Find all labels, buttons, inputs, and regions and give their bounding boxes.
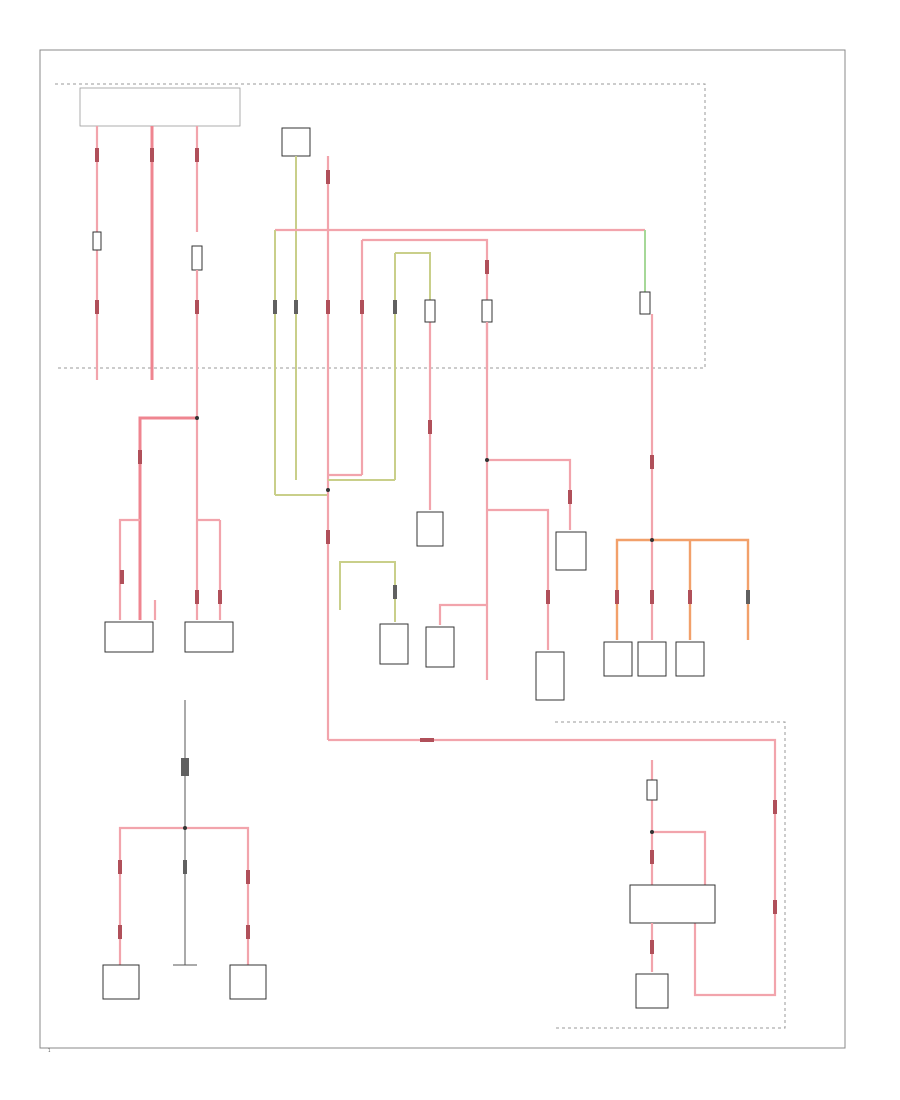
wire-mark xyxy=(218,590,222,604)
wire-mark xyxy=(650,940,654,954)
module-center xyxy=(416,511,444,547)
fuse-center-icon xyxy=(424,299,436,323)
sensor-right xyxy=(229,964,267,1000)
wire-mark xyxy=(326,530,330,544)
wire-mark xyxy=(546,590,550,604)
right-lower-bus xyxy=(652,830,707,885)
wire-mark xyxy=(195,300,199,314)
wire-mark xyxy=(150,148,154,162)
fuse-right-icon xyxy=(481,299,493,323)
wire-mark xyxy=(485,260,489,274)
fuse-1-icon xyxy=(92,231,102,251)
wire-mark xyxy=(420,738,434,742)
page-frame xyxy=(39,49,846,1049)
center-group xyxy=(273,127,645,701)
module-548 xyxy=(535,651,565,701)
splice xyxy=(650,538,654,542)
yellow-bus xyxy=(395,252,431,510)
wire-mark xyxy=(360,300,364,314)
wire-mark xyxy=(773,900,777,914)
splice xyxy=(650,830,654,834)
module-lower-2 xyxy=(425,626,455,668)
left-components-group xyxy=(104,416,234,653)
wire-mark xyxy=(181,758,189,776)
wire-mark xyxy=(773,800,777,814)
splice xyxy=(326,488,330,492)
wire-mark xyxy=(95,148,99,162)
fuse-green-icon xyxy=(639,291,651,315)
wire-mark xyxy=(183,860,187,874)
wire-mark xyxy=(393,300,397,314)
fuse-lower-icon xyxy=(646,779,658,801)
module-lower-1 xyxy=(379,623,409,665)
right-lower-group xyxy=(555,721,786,1029)
wire-mark xyxy=(746,590,750,604)
wire-mark xyxy=(650,590,654,604)
wire-mark xyxy=(246,925,250,939)
wire-mark xyxy=(138,450,142,464)
sensor-left xyxy=(102,964,140,1000)
wire-mark xyxy=(120,570,124,584)
wire-to-module-a xyxy=(138,416,197,620)
wire-mark xyxy=(326,170,330,184)
wire-mark xyxy=(428,420,432,434)
wire-mark xyxy=(650,850,654,864)
wire-mark xyxy=(246,870,250,884)
wire-mark xyxy=(118,925,122,939)
pdc-boundary xyxy=(55,83,706,369)
module-b xyxy=(184,621,234,653)
module-r1 xyxy=(603,641,633,677)
yellow-lower xyxy=(339,561,396,622)
relay-icon xyxy=(191,245,203,271)
relay-module xyxy=(629,884,716,924)
center-top-box xyxy=(281,127,311,157)
right-lower-boundary xyxy=(555,721,786,1029)
splices xyxy=(183,416,654,834)
module-right xyxy=(555,531,587,571)
pdc-top-box xyxy=(79,87,241,127)
wire-mark xyxy=(326,300,330,314)
wire-mark xyxy=(118,860,122,874)
wire-mark xyxy=(273,300,277,314)
module-a xyxy=(104,621,154,653)
red-lower xyxy=(438,603,487,625)
lower-bus xyxy=(118,826,250,965)
orange-bus xyxy=(615,538,750,640)
right-group xyxy=(603,230,750,677)
wire-mark xyxy=(615,590,619,604)
wire-mark xyxy=(195,590,199,604)
center-lower-group xyxy=(326,490,777,997)
wire-mark xyxy=(688,590,692,604)
splice xyxy=(485,458,489,462)
splice xyxy=(195,416,199,420)
long-loop xyxy=(328,738,777,997)
module-r2 xyxy=(637,641,667,677)
module-bottom-right xyxy=(635,973,669,1009)
wire-mark xyxy=(568,490,572,504)
left-feed-group xyxy=(92,126,203,425)
module-r3 xyxy=(675,641,705,677)
page-number: 1 xyxy=(48,1048,51,1053)
splice xyxy=(183,826,187,830)
wire-mark xyxy=(650,455,654,469)
wire-mark xyxy=(294,300,298,314)
wire-to-module-a2 xyxy=(118,518,140,620)
red-548 xyxy=(487,508,550,650)
wire-mark xyxy=(195,148,199,162)
lower-left-group xyxy=(102,700,267,1000)
wire-mark xyxy=(393,585,397,599)
red-to-right xyxy=(487,458,572,530)
wire-mark xyxy=(95,300,99,314)
